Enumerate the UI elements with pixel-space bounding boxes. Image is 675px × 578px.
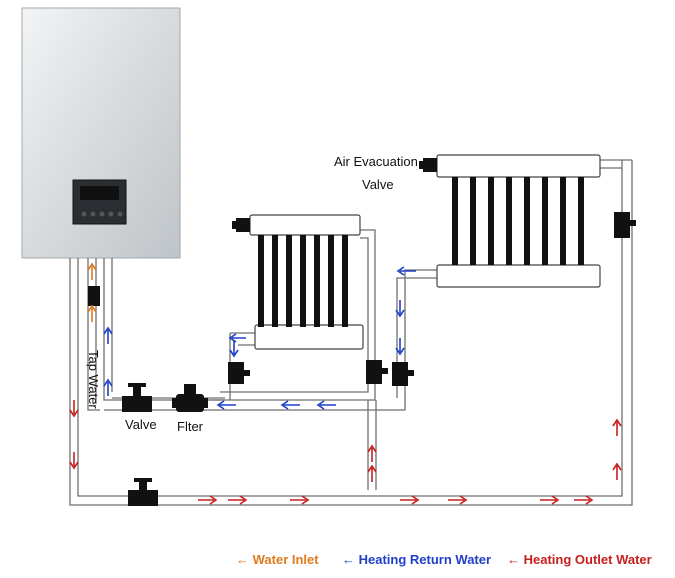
tap-water-label: Tap Water — [86, 350, 101, 409]
air-evacuation-label: Air Evacuation — [334, 154, 418, 169]
arrow-left-icon: ← — [342, 552, 355, 567]
tap-water-valve — [88, 286, 100, 306]
radiator-right-return-valve — [392, 362, 414, 386]
boiler-control-panel — [72, 179, 127, 225]
air-evacuation-valve-right — [419, 158, 437, 172]
flow-arrows — [69, 262, 622, 505]
legend-item-water-inlet: ← Water Inlet — [236, 552, 319, 567]
valve-label: Valve — [125, 417, 157, 432]
filter-label: Flter — [177, 419, 203, 434]
electric-boiler — [21, 7, 181, 259]
legend-item-heating-return-water: ← Heating Return Water — [342, 552, 491, 567]
radiator-left-outlet-valve — [366, 360, 388, 384]
radiator-right-supply-valve — [614, 212, 636, 238]
arrow-left-icon: ← — [507, 552, 520, 567]
inlet-valve — [122, 383, 152, 412]
outlet-main-valve — [128, 478, 158, 506]
radiator-right — [436, 154, 601, 288]
radiator-left — [249, 214, 364, 350]
radiator-left-bottom-valve — [228, 362, 250, 384]
legend-label: Heating Outlet Water — [523, 552, 652, 567]
air-evacuation-valve-left — [232, 218, 250, 232]
legend-item-heating-outlet-water: ← Heating Outlet Water — [507, 552, 652, 567]
air-evacuation-label-line2: Valve — [362, 177, 394, 192]
legend-label: Water Inlet — [252, 552, 319, 567]
legend-label: Heating Return Water — [358, 552, 492, 567]
filter — [172, 384, 208, 412]
arrow-left-icon: ← — [236, 552, 249, 567]
